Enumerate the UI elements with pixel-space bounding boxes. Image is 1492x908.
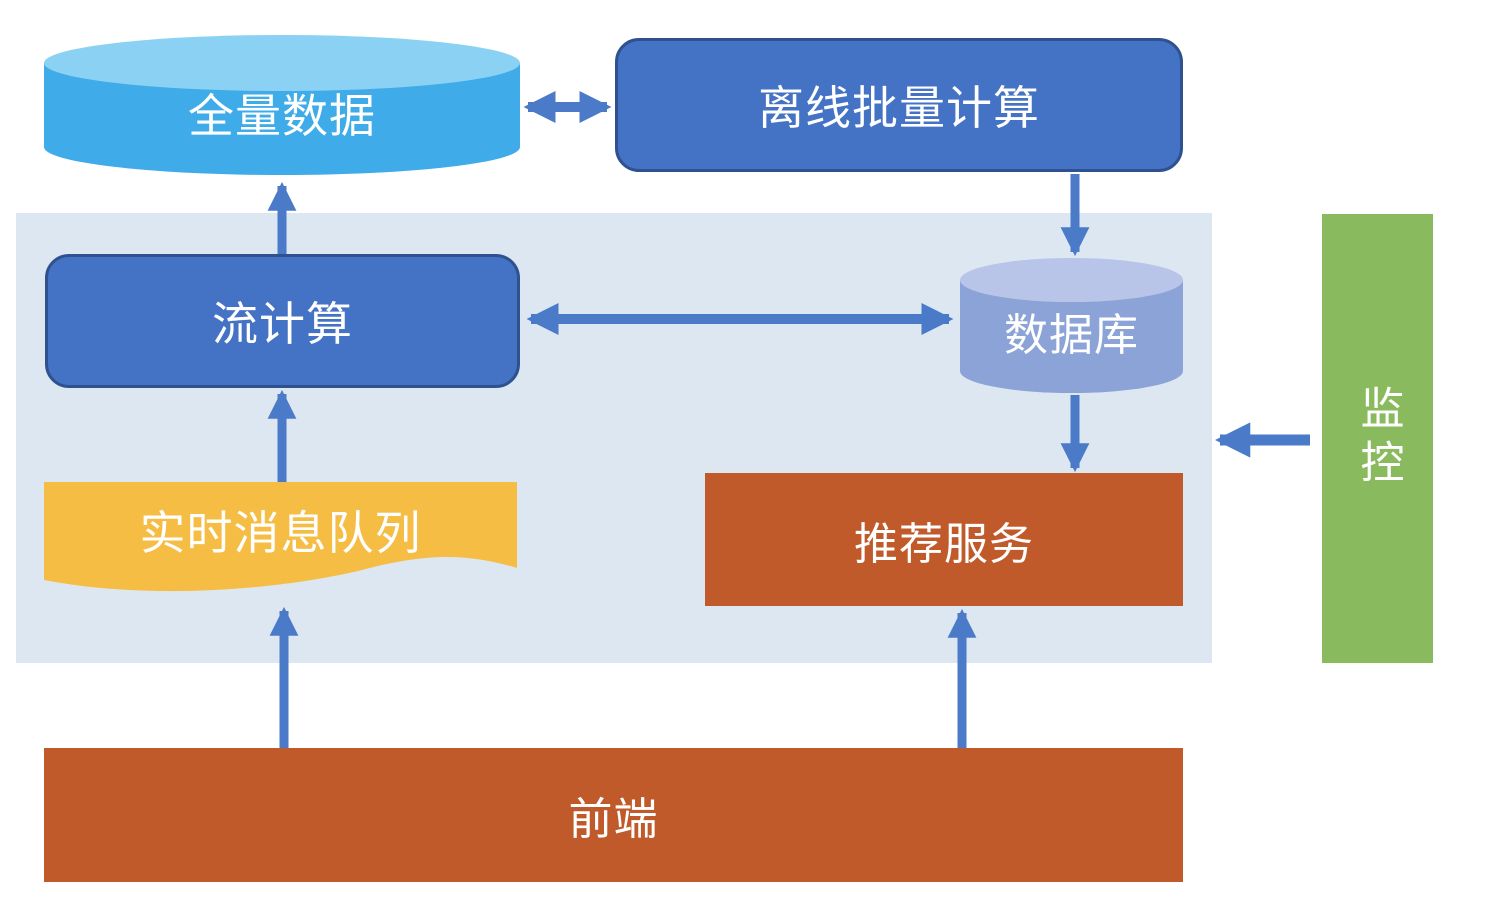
node-full-data-label: 全量数据: [188, 90, 376, 142]
node-stream-compute: 流计算: [45, 254, 520, 388]
node-frontend-label: 前端: [568, 795, 659, 844]
node-full-data: 全量数据: [44, 35, 520, 175]
node-database-label: 数据库: [1004, 310, 1139, 360]
node-rec-service-label: 推荐服务: [854, 519, 1034, 569]
node-realtime-mq: 实时消息队列: [44, 482, 517, 602]
node-offline-batch: 离线批量计算: [615, 38, 1183, 172]
full-data-cylinder-shape: [44, 35, 520, 175]
realtime-mq-tape-shape: [44, 482, 517, 592]
node-realtime-mq-label: 实时消息队列: [139, 507, 422, 559]
node-rec-service: 推荐服务: [705, 473, 1183, 606]
database-cylinder-shape: [960, 258, 1183, 393]
node-monitor: 监控: [1322, 214, 1433, 663]
node-frontend: 前端: [44, 748, 1183, 882]
node-database: 数据库: [960, 258, 1183, 393]
node-offline-batch-label: 离线批量计算: [758, 82, 1040, 134]
node-monitor-label: 监控: [1353, 384, 1403, 493]
node-stream-compute-label: 流计算: [212, 298, 353, 350]
